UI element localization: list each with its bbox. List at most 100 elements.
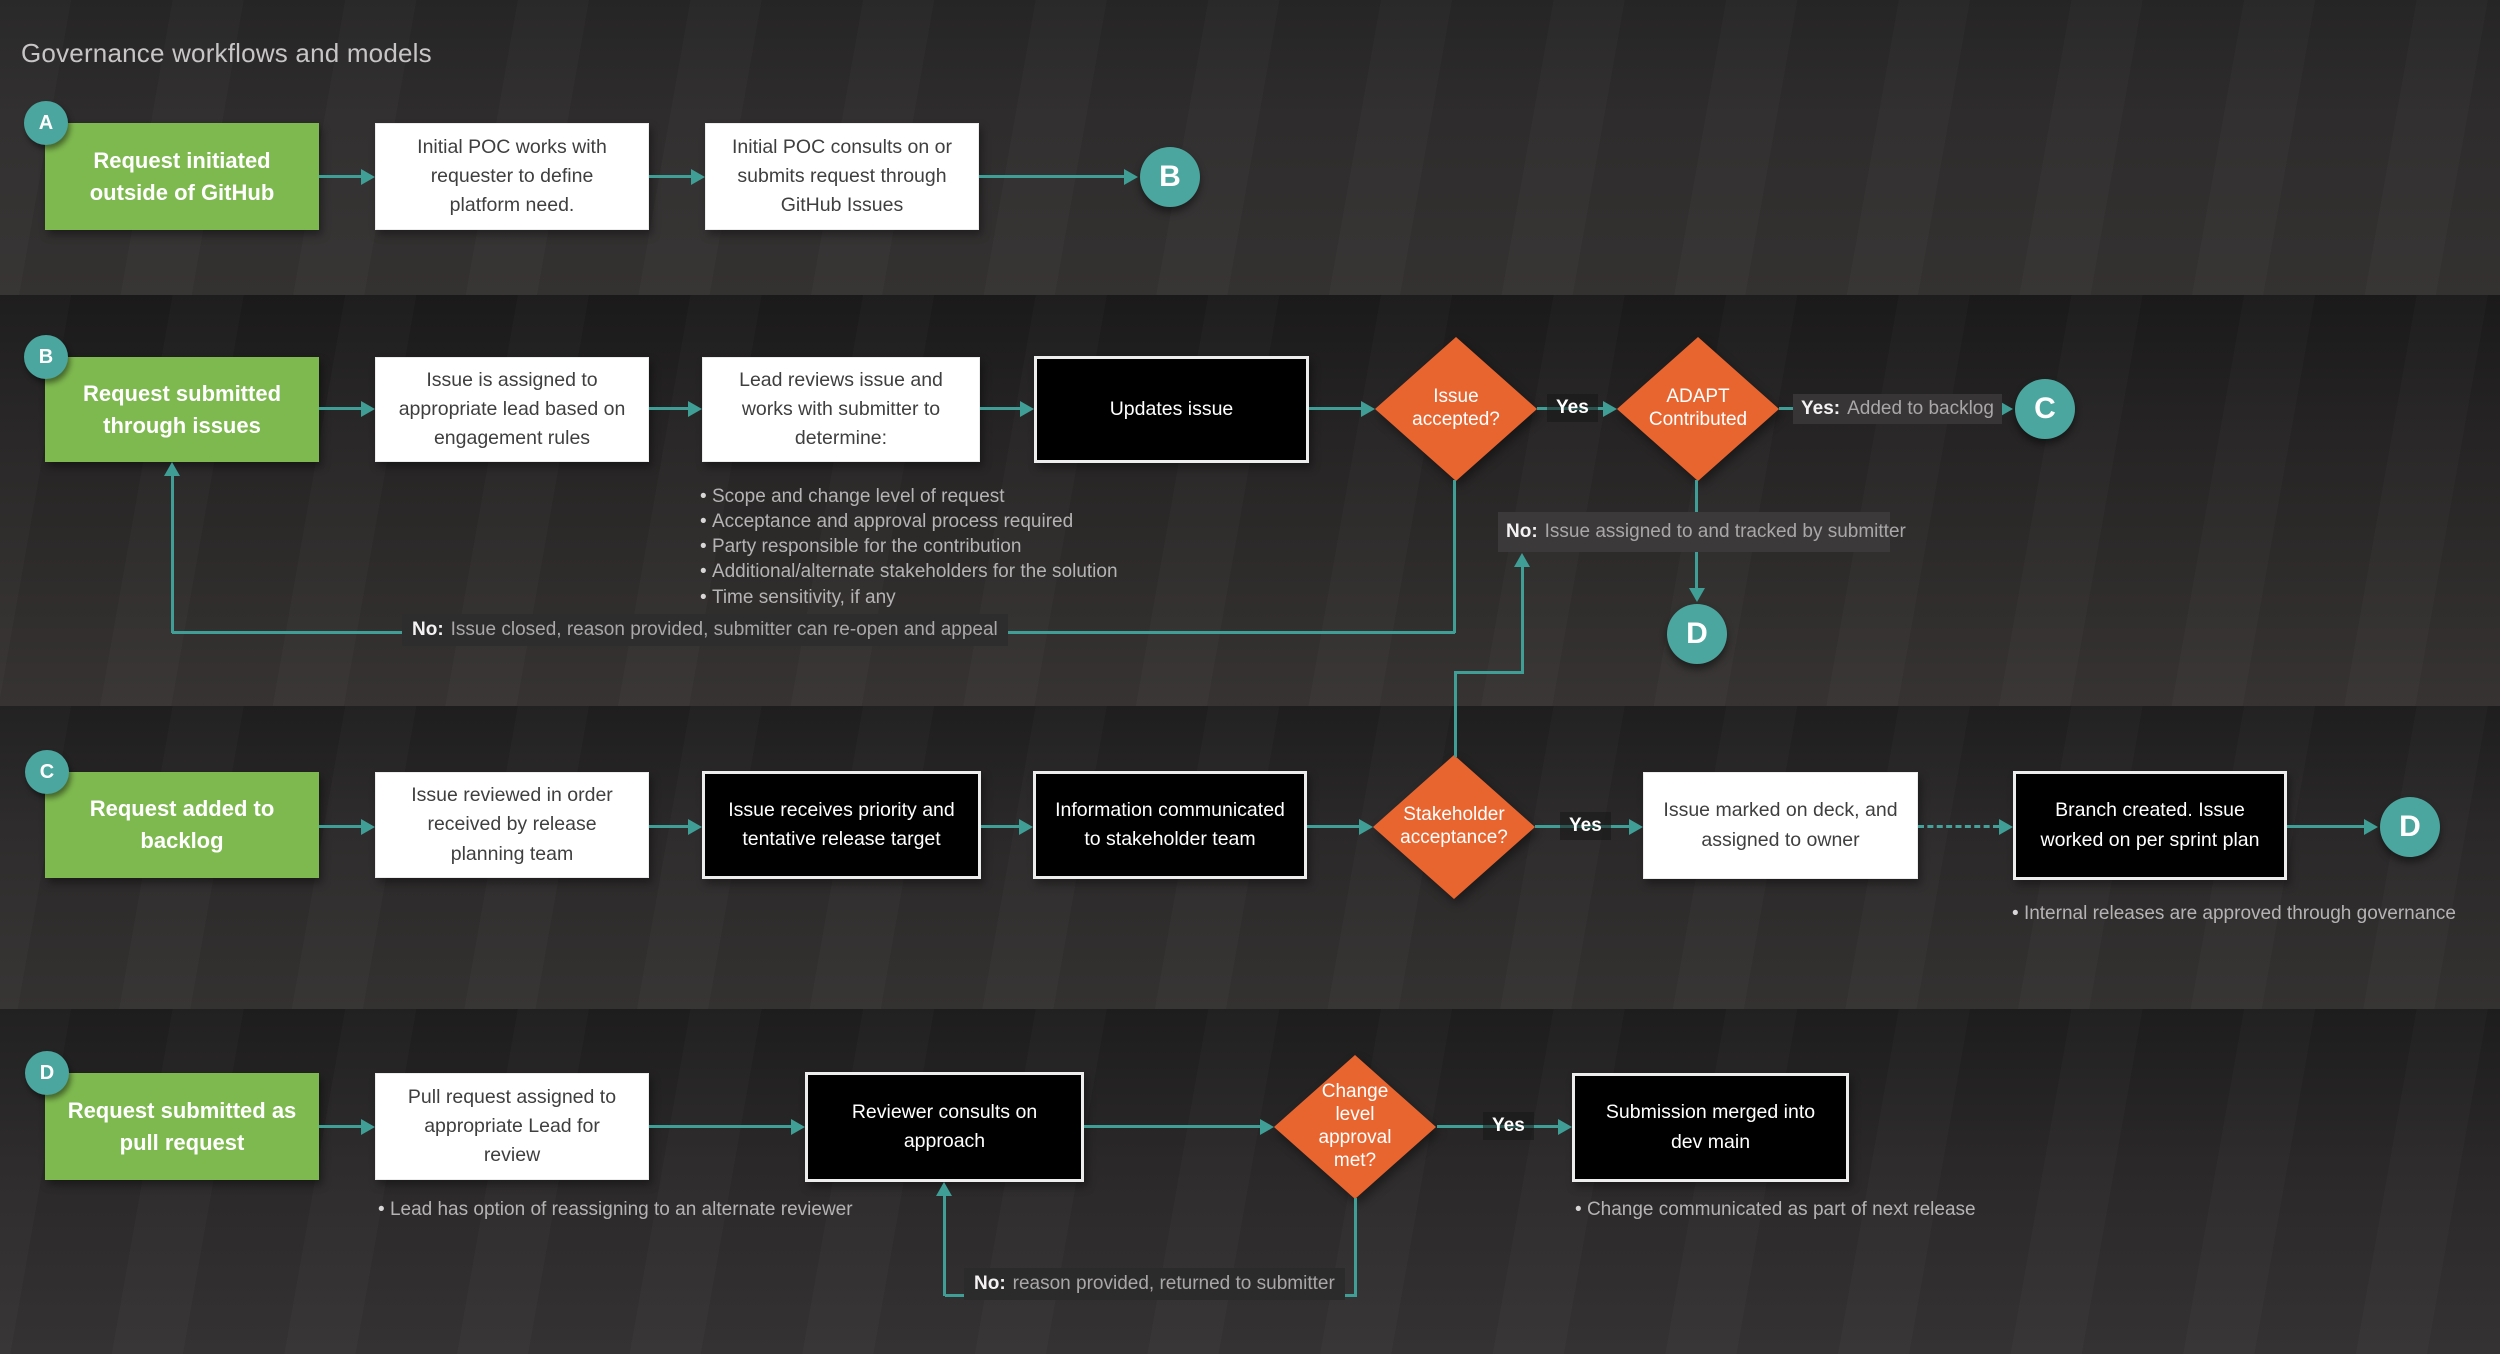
arrowhead-icon [1260,1119,1274,1135]
flow-line [1454,673,1457,757]
label-text: Added to backlog [1847,398,1994,419]
process-step-label: Initial POC works with requester to defi… [417,135,607,217]
label-prefix: No: [974,1273,1006,1294]
flow-line [1354,1198,1357,1296]
process-step: Lead reviews issue and works with submit… [702,357,980,462]
flow-line [981,825,1019,828]
bullet-item: Internal releases are approved through g… [2012,903,2456,925]
process-step-reviewer-consults: Reviewer consults on approach [805,1072,1084,1182]
bullet-item: Scope and change level of request [700,486,1118,508]
bullet-item: Additional/alternate stakeholders for th… [700,561,1118,583]
label-text: Issue assigned to and tracked by submitt… [1544,521,1906,542]
decision-label: Change level approval met? [1318,1081,1392,1171]
yes-added-to-backlog-label: Yes: Added to backlog [1793,394,2002,424]
arrowhead-icon [2364,819,2378,835]
decision-diamond: Change level approval met? [1274,1055,1436,1199]
arrowhead-icon [164,462,180,476]
label-text: reason provided, returned to submitter [1012,1273,1335,1294]
bullet-item: Acceptance and approval process required [700,511,1118,533]
yes-label: Yes [1483,1112,1534,1140]
label-text: Issue closed, reason provided, submitter… [450,619,998,640]
arrowhead-icon [1514,553,1530,567]
arrowhead-icon [1019,819,1033,835]
start-node-c-label: Request added to backlog [89,796,275,853]
decision-change-level-approval: Change level approval met? [1274,1055,1436,1199]
lane-badge-c: C [25,750,69,794]
decision-label: Issue accepted? [1412,386,1500,430]
start-node-d: Request submitted as pull request [45,1073,319,1180]
flow-line [319,1125,361,1128]
process-step-label: Lead reviews issue and works with submit… [739,368,943,450]
note-change-communicated: Change communicated as part of next rele… [1575,1199,1976,1224]
process-step-label: Issue is assigned to appropriate lead ba… [398,368,626,450]
arrowhead-icon [688,819,702,835]
flow-line [649,1125,791,1128]
flow-line [1309,407,1361,410]
note-lead-reassign: Lead has option of reassigning to an alt… [378,1199,853,1224]
lane-badge-a: A [24,101,68,145]
decision-label: Stakeholder acceptance? [1400,804,1508,848]
process-step-label: Issue reviewed in order received by rele… [411,784,613,865]
flow-line [1521,565,1524,673]
flow-line [649,825,688,828]
decision-stakeholder-acceptance: Stakeholder acceptance? [1373,755,1535,899]
decision-label: ADAPT Contributed [1648,386,1748,430]
arrowhead-icon [691,169,705,185]
connector-circle-d-end: D [2380,797,2440,857]
process-step-label: Updates issue [1109,397,1234,420]
no-reason-provided-label: No: reason provided, returned to submitt… [964,1268,1345,1300]
lane-badge-d: D [25,1051,69,1095]
process-step: Issue receives priority and tentative re… [702,771,981,879]
start-node-b-label: Request submitted through issues [82,380,282,438]
process-step: Issue marked on deck, and assigned to ow… [1643,772,1918,879]
no-issue-closed-label: No: Issue closed, reason provided, submi… [402,614,1008,646]
flow-line [980,407,1020,410]
start-node-b: Request submitted through issues [45,357,319,462]
arrowhead-icon [1603,401,1617,417]
process-step: Initial POC works with requester to defi… [375,123,649,230]
process-step-label: Reviewer consults on approach [851,1100,1038,1152]
flow-line [1307,825,1359,828]
decision-diamond: Issue accepted? [1375,337,1537,481]
connector-circle-d-mid: D [1667,604,1727,664]
process-step-updates-issue: Updates issue [1034,356,1309,463]
lane-d [0,1009,2500,1354]
connector-circle-c: C [2015,379,2075,439]
process-step-label: Initial POC consults on or submits reque… [731,135,952,217]
arrowhead-icon [361,1119,375,1135]
flow-line [943,1196,946,1296]
flow-line [319,825,361,828]
flow-line [979,175,1124,178]
process-step: Issue is assigned to appropriate lead ba… [375,357,649,462]
flow-line [1084,1125,1260,1128]
decision-issue-accepted: Issue accepted? [1375,337,1537,481]
start-node-d-label: Request submitted as pull request [67,1097,297,1155]
no-issue-assigned-label: No: Issue assigned to and tracked by sub… [1498,512,1906,552]
bullet-item: Time sensitivity, if any [700,587,1118,609]
arrowhead-icon [361,819,375,835]
process-step: Submission merged into dev main [1572,1073,1849,1182]
label-prefix: Yes: [1801,398,1841,419]
label-prefix: No: [1506,521,1538,542]
decision-diamond: ADAPT Contributed [1617,337,1779,481]
criteria-bullet-list: Scope and change level of request Accept… [700,486,1118,612]
arrowhead-icon [688,401,702,417]
arrowhead-icon [1558,1119,1572,1135]
start-node-c: Request added to backlog [45,772,319,878]
decision-diamond: Stakeholder acceptance? [1373,755,1535,899]
connector-circle-b: B [1140,147,1200,207]
flow-line [1454,671,1524,674]
bullet-item: Lead has option of reassigning to an alt… [378,1199,853,1221]
process-step-label: Issue marked on deck, and assigned to ow… [1663,799,1898,851]
arrowhead-icon [1361,401,1375,417]
flow-line [1453,480,1456,633]
note-internal-releases: Internal releases are approved through g… [2012,903,2456,928]
lane-a [0,0,2500,295]
flow-line [649,175,691,178]
arrowhead-icon [1020,401,1034,417]
arrowhead-icon [1124,169,1138,185]
process-step-label: Submission merged into dev main [1605,1101,1816,1153]
arrowhead-icon [361,169,375,185]
bullet-item: Party responsible for the contribution [700,536,1118,558]
